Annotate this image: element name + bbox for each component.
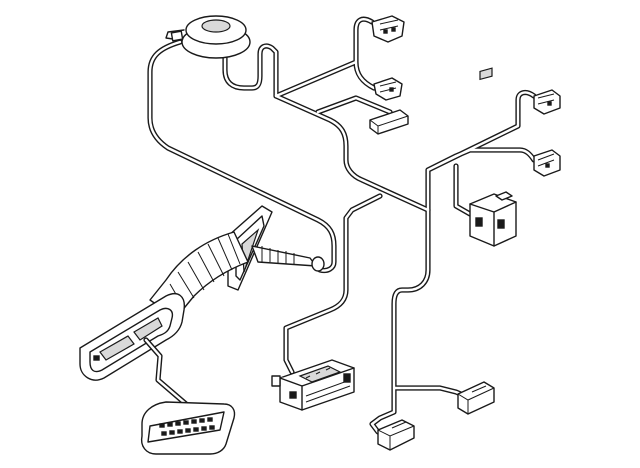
ecu-connector [271, 359, 355, 411]
wire-top-connectors [273, 16, 377, 99]
diagnostic-housing [79, 292, 185, 381]
right-connector-upper [533, 89, 561, 115]
top-connector-upper [371, 15, 405, 43]
obd-pins [159, 417, 215, 436]
top-connector-lower [373, 77, 403, 101]
bottom-right-connector-lower [377, 419, 415, 451]
right-connector-middle [533, 149, 561, 177]
round-sensor [165, 15, 251, 59]
wire-bundle [147, 16, 537, 435]
relay-block [469, 67, 517, 247]
wire-ecu [283, 193, 383, 375]
small-block-connector [369, 109, 409, 135]
wire-small-connector [315, 95, 393, 115]
bottom-right-connector-upper [457, 381, 495, 415]
wire-bottom-right [369, 207, 473, 435]
obd-plug [140, 337, 236, 455]
